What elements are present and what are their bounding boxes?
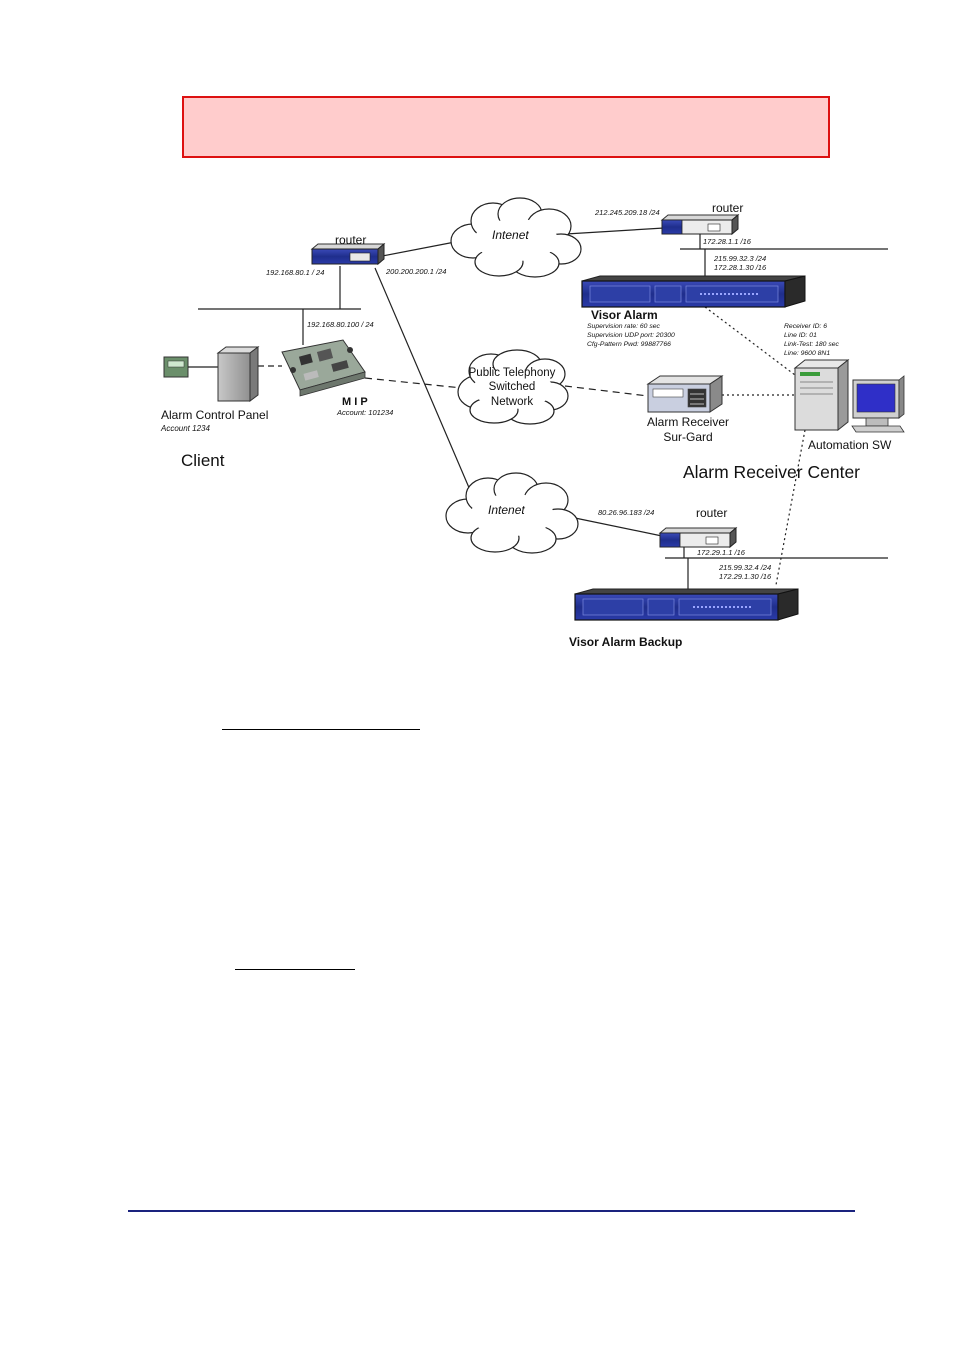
cloud-top xyxy=(450,197,582,278)
cloud-bottom xyxy=(445,472,579,554)
visor-backup-ip2: 172.29.1.30 /16 xyxy=(719,572,772,581)
cloud-bottom-to-router-bottom xyxy=(574,517,663,537)
router-bottom-label: router xyxy=(696,506,727,520)
router-left-to-cloud-bottom xyxy=(374,267,471,491)
router-top-wan-ip: 212.245.209.18 /24 xyxy=(594,208,660,217)
visor-alarm-info3: Cfg-Pattern Pwd: 99887766 xyxy=(587,341,671,348)
monitor-icon xyxy=(851,375,905,433)
router-left-lan-ip: 192.168.80.1 / 24 xyxy=(266,268,324,277)
hyperlink-underline-2[interactable] xyxy=(235,969,355,970)
receiver-param-3: Link-Test: 180 sec xyxy=(784,341,840,348)
pstn-label-line1: Public Telephony xyxy=(469,367,556,379)
alarm-receiver-label-2: Sur-Gard xyxy=(663,430,712,444)
cloud-top-to-router-top xyxy=(565,227,665,235)
diagram-labels: router 192.168.80.1 / 24 200.200.200.1 /… xyxy=(160,201,892,649)
pstn-cloud xyxy=(457,349,569,425)
mip-to-pstn-link xyxy=(364,377,463,389)
automation-to-backup-link xyxy=(775,429,806,586)
cloud-bottom-label: Intenet xyxy=(488,503,525,517)
visor-backup-label: Visor Alarm Backup xyxy=(569,635,682,649)
visor-to-automation-link xyxy=(704,306,796,376)
client-section-label: Client xyxy=(181,451,225,470)
cloud-top-label: Intenet xyxy=(492,228,529,242)
keypad-icon xyxy=(163,356,189,378)
visor-alarm-backup-icon xyxy=(574,588,799,621)
visor-alarm-label: Visor Alarm xyxy=(591,308,658,322)
router-bottom-lan-ip: 172.29.1.1 /16 xyxy=(697,548,746,557)
router-left-label: router xyxy=(335,233,366,247)
visor-alarm-icon xyxy=(581,275,806,308)
router-left-wan-ip: 200.200.200.1 /24 xyxy=(385,267,446,276)
router-top-label: router xyxy=(712,201,743,215)
alarm-panel-label: Alarm Control Panel xyxy=(161,408,268,422)
receiver-param-4: Line: 9600 8N1 xyxy=(784,350,830,357)
mip-board-icon xyxy=(281,339,366,397)
visor-alarm-ip2: 172.28.1.30 /16 xyxy=(714,263,767,272)
highlight-banner xyxy=(182,96,830,158)
mip-account: Account: 101234 xyxy=(336,408,393,417)
router-left-to-cloud-top xyxy=(371,241,456,259)
automation-label: Automation SW xyxy=(808,438,892,452)
alarm-receiver-icon xyxy=(646,375,724,413)
mip-ip: 192.168.80.100 / 24 xyxy=(307,320,374,329)
serial-links xyxy=(258,306,806,586)
router-bottom-icon xyxy=(658,526,738,549)
router-bottom-wan-ip: 80.26.96.183 /24 xyxy=(598,508,654,517)
hyperlink-underline-1[interactable] xyxy=(222,729,420,730)
router-top-lan-ip: 172.28.1.1 /16 xyxy=(703,237,752,246)
visor-alarm-info1: Supervision rate: 60 sec xyxy=(587,323,661,330)
automation-server-icon xyxy=(793,358,850,432)
alarm-receiver-label-1: Alarm Receiver xyxy=(647,415,729,429)
pstn-to-receiver-link xyxy=(564,385,649,397)
receiver-param-2: Line ID: 01 xyxy=(784,332,817,339)
pstn-label-line3: Network xyxy=(491,396,533,408)
pstn-label-line2: Switched xyxy=(489,381,536,393)
router-left-icon xyxy=(310,242,386,266)
connections xyxy=(198,227,888,590)
alarm-panel-cabinet-icon xyxy=(216,346,260,402)
router-top-icon xyxy=(660,213,740,236)
receiver-param-1: Receiver ID: 6 xyxy=(784,323,827,330)
visor-alarm-ip1: 215.99.32.3 /24 xyxy=(713,254,766,263)
visor-alarm-info2: Supervision UDP port: 20300 xyxy=(587,332,675,339)
center-label: Alarm Receiver Center xyxy=(683,462,860,482)
footer-rule xyxy=(128,1210,855,1212)
visor-backup-ip1: 215.99.32.4 /24 xyxy=(718,563,771,572)
mip-label: M I P xyxy=(342,396,368,408)
alarm-panel-account: Account 1234 xyxy=(160,424,210,433)
